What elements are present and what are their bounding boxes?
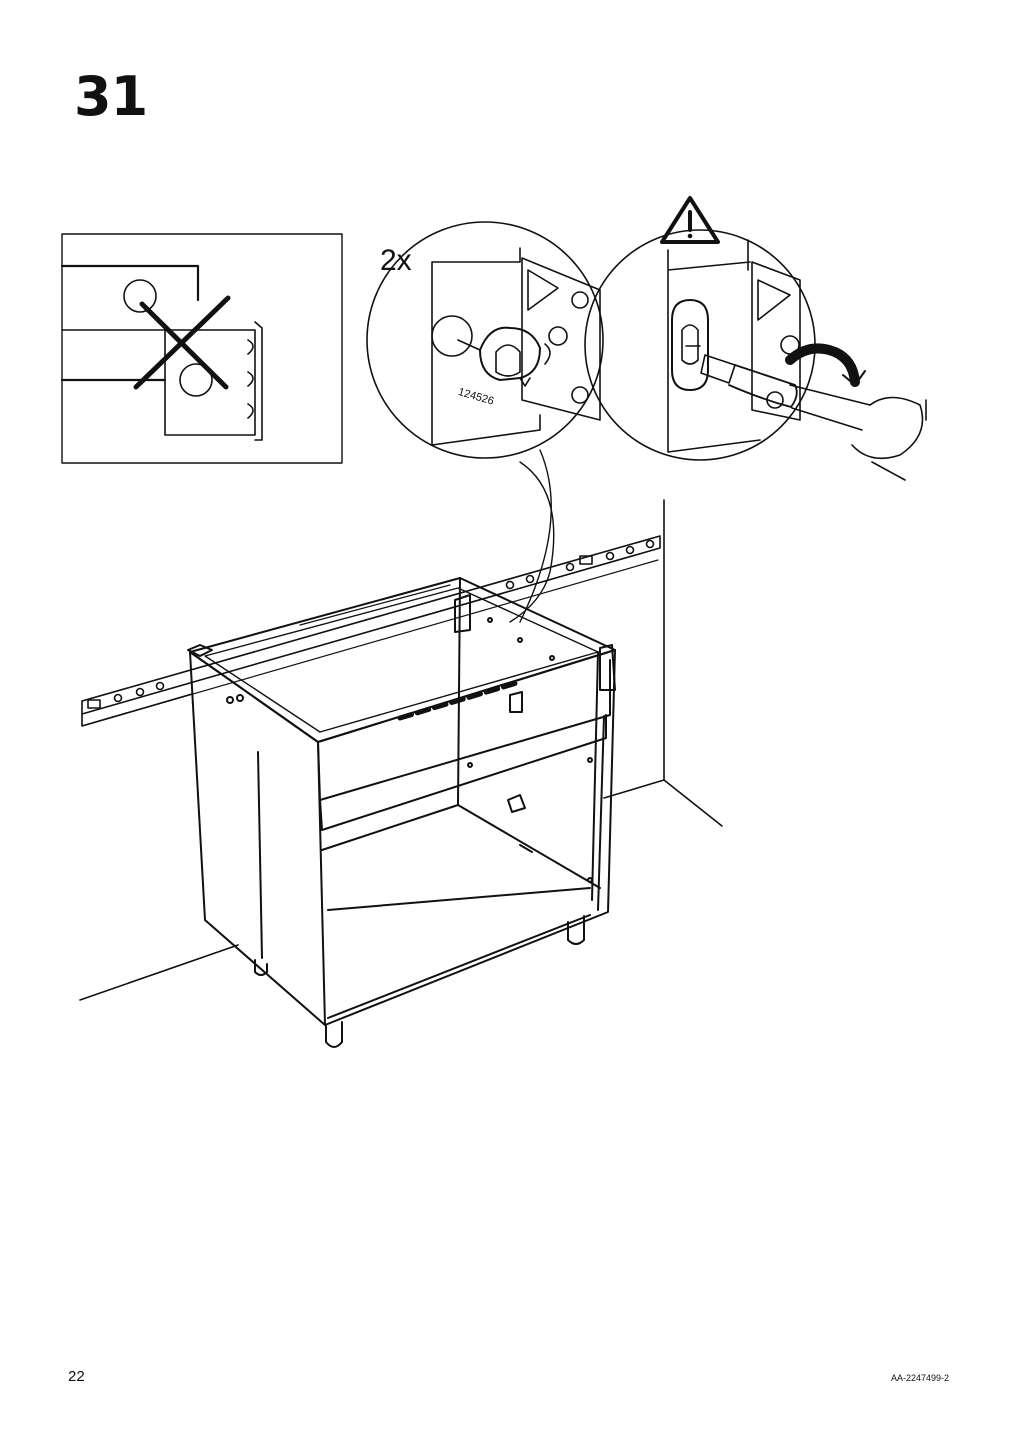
cross-mark-icon — [133, 295, 231, 390]
step-number: 31 — [74, 65, 148, 128]
cabinet — [187, 577, 616, 1048]
quantity-label: 2x — [380, 244, 412, 277]
detail-circle-screwdriver — [584, 229, 927, 481]
rotate-arrow-icon — [785, 343, 866, 387]
warning-triangle-icon — [660, 196, 720, 244]
document-code: AA-2247499-2 — [890, 1373, 949, 1383]
wall-and-rail — [79, 499, 723, 1001]
incorrect-inset — [60, 233, 343, 464]
detail-circle-bracket — [366, 221, 604, 459]
page-number: 22 — [68, 1368, 85, 1385]
